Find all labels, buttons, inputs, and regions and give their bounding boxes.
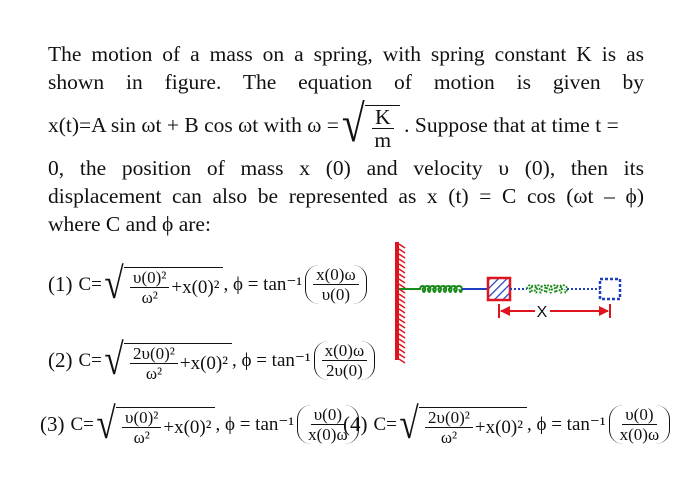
question-equation-line: x(t)=A sin ωt + B cos ωt with ω = √ K m … [48, 96, 644, 154]
phi-argument: υ(0)x(0)ω [608, 405, 671, 444]
phi-argument: υ(0)x(0)ω [297, 405, 359, 444]
radical-denominator: ω² [141, 288, 158, 307]
phi-numerator: υ(0) [622, 405, 657, 425]
displacement-label: X [537, 304, 548, 321]
radical-denominator: ω² [145, 364, 163, 383]
radical-tail: +x(0)² [474, 416, 523, 438]
equation-right: . Suppose that at time t = [404, 113, 619, 137]
c-prefix: C= [78, 273, 102, 295]
phi-numerator: x(0)ω [321, 341, 368, 361]
phi-prefix: , ϕ = tan⁻¹ [223, 274, 303, 295]
option-label: (1) [48, 272, 73, 296]
option-label: (4) [343, 412, 368, 436]
question-line-5: displacement can also be represented as … [48, 184, 644, 208]
equation-left: x(t)=A sin ωt + B cos ωt with ω = [48, 113, 339, 137]
option-label: (2) [48, 348, 73, 372]
omega-radical: √ K m [339, 99, 401, 151]
question-line-2: shown in figure. The equation of motion … [48, 70, 644, 94]
radical-denominator: ω² [440, 428, 458, 447]
phi-denominator: υ(0) [321, 285, 350, 304]
phi-numerator: υ(0) [310, 405, 345, 425]
radical-tail: +x(0)² [163, 416, 212, 438]
spring-compressed [399, 285, 464, 293]
radical-numerator: 2υ(0)² [130, 344, 178, 364]
phi-prefix: , ϕ = tan⁻¹ [215, 414, 295, 435]
c-prefix: C= [373, 413, 397, 435]
spring-extended [526, 284, 568, 294]
radical-tail: +x(0)² [179, 352, 228, 374]
radical-tail: +x(0)² [171, 276, 220, 298]
c-prefix: C= [78, 349, 102, 371]
phi-denominator: 2υ(0) [326, 361, 363, 380]
wall [395, 242, 406, 364]
phi-prefix: , ϕ = tan⁻¹ [526, 414, 606, 435]
question-line-1: The motion of a mass on a spring, with s… [48, 42, 644, 66]
phi-denominator: x(0)ω [308, 425, 348, 444]
phi-prefix: , ϕ = tan⁻¹ [231, 350, 311, 371]
phi-denominator: x(0)ω [619, 425, 660, 444]
option-label: (3) [40, 412, 65, 436]
spring-mass-figure: X [395, 242, 622, 364]
radical-numerator: υ(0)² [122, 408, 162, 428]
c-prefix: C= [70, 413, 94, 435]
fraction-denominator: m [374, 128, 392, 152]
question-text: The motion of a mass on a spring, with s… [48, 40, 644, 238]
radical-numerator: 2υ(0)² [425, 408, 473, 428]
radical-denominator: ω² [133, 428, 150, 447]
k-over-m-fraction: K m [371, 106, 394, 151]
fraction-numerator: K [372, 106, 394, 129]
question-line-4: 0, the position of mass x (0) and veloci… [48, 156, 644, 180]
phi-numerator: x(0)ω [313, 265, 359, 285]
question-line-6: where C and ϕ are: [48, 212, 211, 236]
radical-numerator: υ(0)² [130, 268, 170, 288]
displacement-arrow [498, 304, 611, 318]
displaced-block [598, 277, 622, 301]
mass-block [486, 276, 512, 302]
